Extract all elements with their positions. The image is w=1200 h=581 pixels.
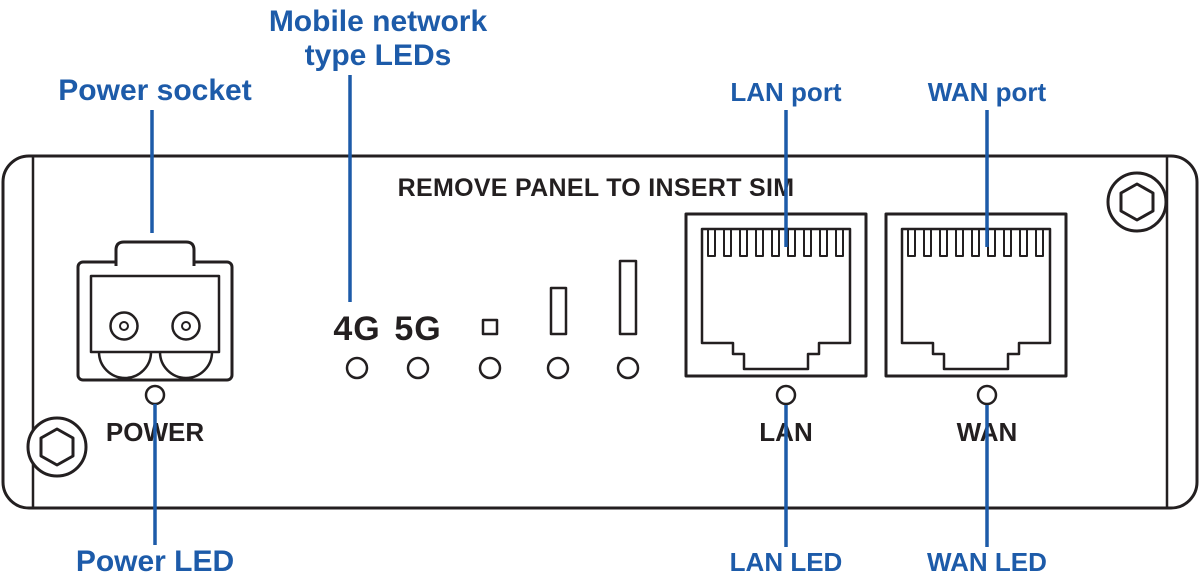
socket-pin-left [109,311,139,341]
led-signal-3 [616,356,640,380]
callout-labels: Power socket Mobile network type LEDs LA… [58,5,1047,578]
signal-bar-medium-icon [549,286,568,336]
wan-led-circle [976,384,998,406]
signal-strength-icons [481,259,638,336]
socket-top-tab [114,240,196,266]
power-socket-drawing [76,240,234,382]
enclosure-outline [1,154,1199,510]
screw-bottom-left [26,416,88,478]
lan-port-callout: LAN port [730,77,842,107]
wan-port-callout: WAN port [928,77,1047,107]
power-led-callout: Power LED [76,545,234,578]
signal-bar-tall-icon [618,259,638,336]
led-circles [144,356,998,406]
lan-led-callout: LAN LED [730,547,843,577]
socket-bump-left [97,351,153,380]
socket-inner-frame [89,274,221,354]
mobile-leds-callout-line1: Mobile network [269,5,488,38]
screw-top-right [1106,171,1168,233]
callout-leader-lines [150,75,989,547]
led-4g [345,356,369,380]
mobile-leds-callout-line2: type LEDs [305,39,452,72]
hex-bolt-icon [1119,182,1155,222]
device-drawing [1,154,1199,510]
led-signal-1 [478,356,502,380]
sim-note-text: REMOVE PANEL TO INSERT SIM [398,174,795,202]
label-4g: 4G [333,310,380,348]
label-5g: 5G [394,310,441,348]
socket-pin-right [171,311,201,341]
signal-bar-small-icon [481,318,499,336]
socket-bump-right [158,351,214,380]
lan-led-circle [775,384,797,406]
led-signal-2 [546,356,570,380]
power-led-circle [144,384,166,406]
wan-led-callout: WAN LED [927,547,1047,577]
led-5g [406,356,430,380]
power-socket-callout: Power socket [58,74,251,107]
hex-bolt-icon [39,427,75,467]
